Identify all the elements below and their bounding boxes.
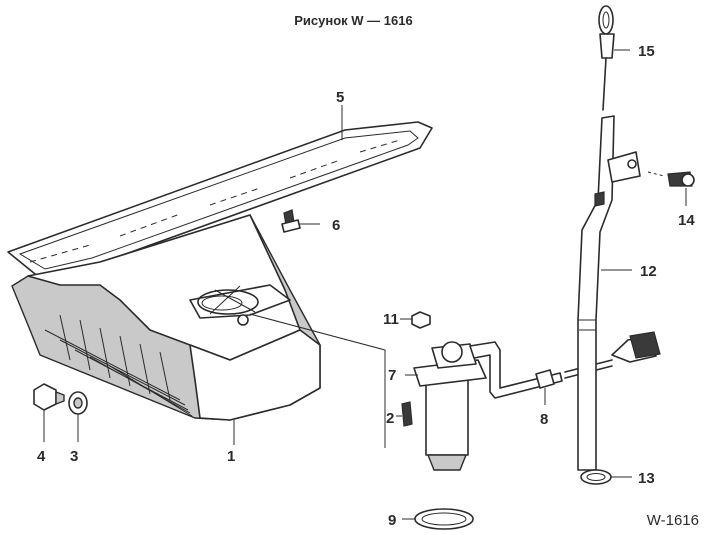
pan-bolt-part-6 <box>281 209 320 233</box>
callout-13: 13 <box>638 470 655 487</box>
oil-level-sensor-part-7 <box>405 341 563 471</box>
callout-2: 2 <box>386 410 394 427</box>
stud-part-2 <box>396 401 413 427</box>
callout-8: 8 <box>540 411 548 428</box>
sensor-plug-connector <box>611 331 661 363</box>
connector-sleeve-part-8 <box>535 359 613 405</box>
callout-3: 3 <box>70 448 78 465</box>
callout-15: 15 <box>638 43 655 60</box>
callout-4: 4 <box>37 448 46 465</box>
bracket-bolt-part-14 <box>647 171 695 206</box>
oil-pan-part-1 <box>11 214 386 448</box>
callout-14: 14 <box>678 212 695 229</box>
callout-6: 6 <box>332 217 340 234</box>
seal-ring-part-13 <box>580 469 632 485</box>
washer-part-3 <box>68 391 88 442</box>
callout-7: 7 <box>388 367 396 384</box>
dipstick-part-15 <box>598 5 630 111</box>
callout-12: 12 <box>640 263 657 280</box>
figure-code: W-1616 <box>646 512 699 529</box>
callout-9: 9 <box>388 512 396 529</box>
callout-5: 5 <box>336 89 344 106</box>
dipstick-tube-part-12 <box>577 115 641 471</box>
callout-1: 1 <box>227 448 235 465</box>
nut-part-11 <box>400 311 431 329</box>
o-ring-part-9 <box>402 508 474 530</box>
drain-plug-part-4 <box>33 383 65 442</box>
callout-11: 11 <box>383 311 399 328</box>
figure-title: Рисунок W — 1616 <box>294 13 413 28</box>
